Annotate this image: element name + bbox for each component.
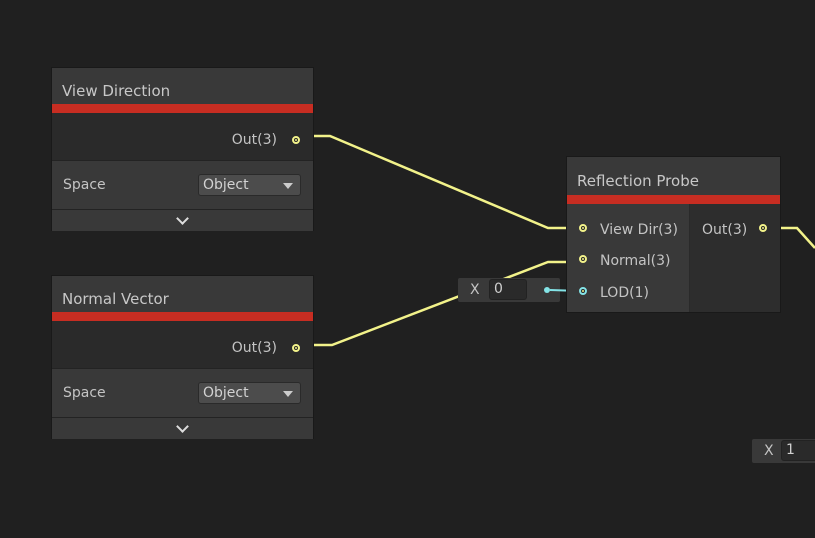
input-label: View Dir(3) — [600, 222, 678, 238]
expand-button[interactable] — [52, 209, 313, 231]
node-title: Reflection Probe — [567, 157, 780, 195]
space-label: Space — [63, 177, 106, 193]
inputs-panel: View Dir(3) Normal(3) LOD(1) — [567, 204, 689, 312]
dropdown-arrow-icon — [283, 391, 293, 397]
wire-view-direction — [300, 134, 583, 230]
axis-label: X — [470, 282, 480, 298]
input-port-normal[interactable] — [579, 255, 587, 263]
output-port[interactable] — [292, 136, 300, 144]
dropdown-arrow-icon — [283, 183, 293, 189]
inline-port — [544, 287, 550, 293]
node-accent-bar — [52, 312, 313, 321]
space-value: Object — [203, 177, 249, 193]
output-port[interactable] — [759, 224, 767, 232]
input-port-view-dir[interactable] — [579, 224, 587, 232]
axis-label: X — [764, 443, 774, 459]
node-title: Normal Vector — [52, 276, 313, 312]
node-accent-bar — [567, 195, 780, 204]
value-field[interactable]: 1 — [781, 440, 815, 461]
node-title: View Direction — [52, 68, 313, 104]
node-accent-bar — [52, 104, 313, 113]
space-value: Object — [203, 385, 249, 401]
inline-lod-input: X 0 — [458, 278, 560, 302]
chevron-down-icon — [175, 420, 189, 433]
space-dropdown[interactable]: Object — [198, 382, 301, 404]
inline-input: X 1 — [752, 439, 815, 463]
output-label: Out(3) — [231, 340, 277, 356]
expand-button[interactable] — [52, 417, 313, 439]
node-reflection-probe[interactable]: Reflection Probe View Dir(3) Normal(3) L… — [567, 157, 780, 312]
input-label: Normal(3) — [600, 253, 671, 269]
chevron-down-icon — [175, 212, 189, 225]
space-label: Space — [63, 385, 106, 401]
output-label: Out(3) — [231, 132, 277, 148]
outputs-panel: Out(3) — [690, 204, 780, 312]
lod-value-field[interactable]: 0 — [489, 279, 527, 300]
output-label: Out(3) — [702, 222, 748, 238]
wire-normal-vector — [300, 260, 583, 347]
node-view-direction[interactable]: View Direction Out(3) Space Object — [52, 68, 313, 231]
space-dropdown[interactable]: Object — [198, 174, 301, 196]
input-label: LOD(1) — [600, 285, 649, 301]
node-normal-vector[interactable]: Normal Vector Out(3) Space Object — [52, 276, 313, 439]
input-port-lod[interactable] — [579, 287, 587, 295]
output-port[interactable] — [292, 344, 300, 352]
